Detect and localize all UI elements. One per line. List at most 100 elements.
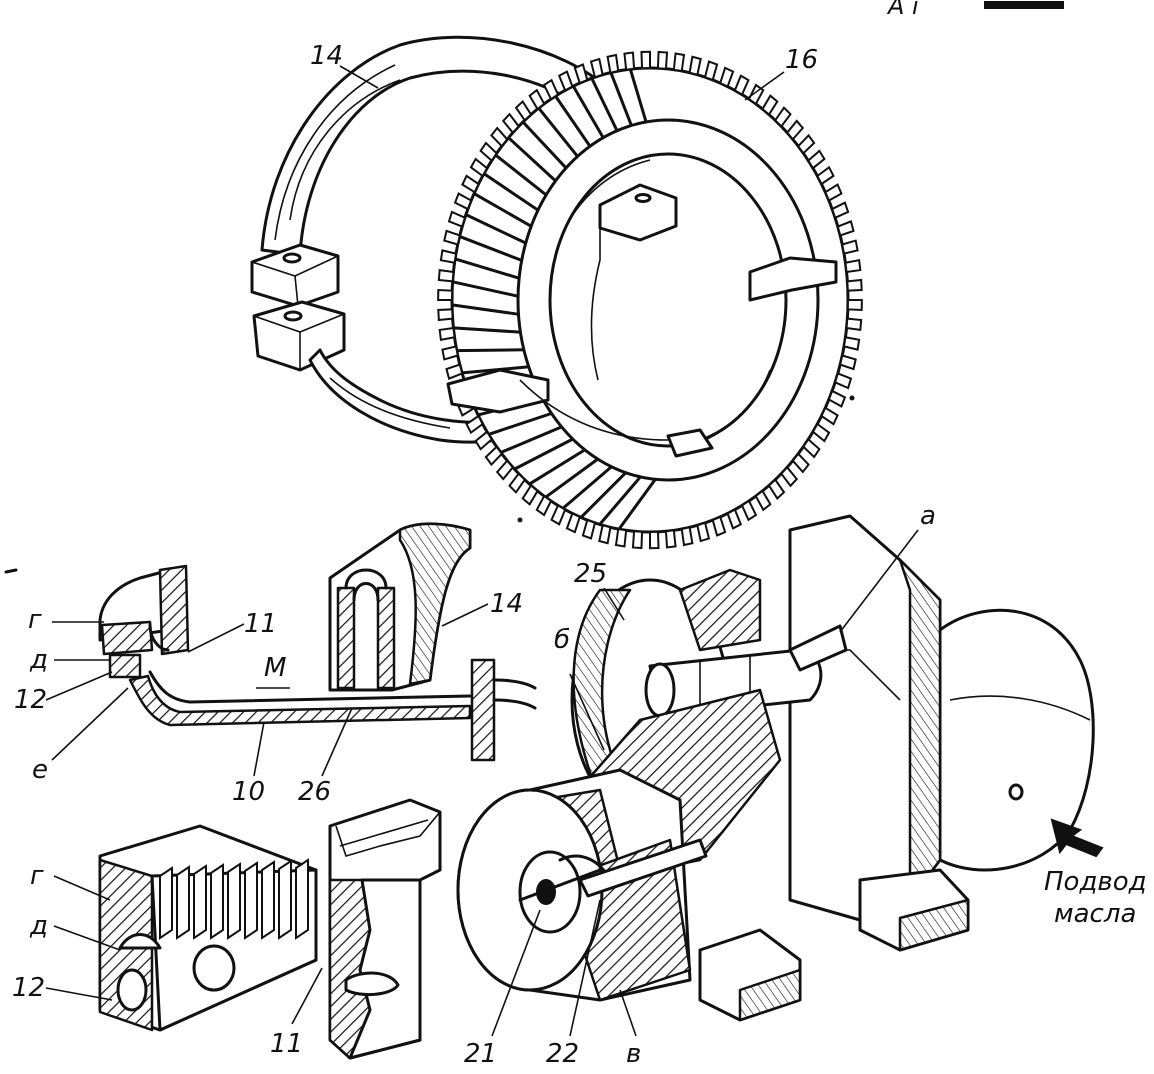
leader-11-top (187, 623, 245, 653)
gear-tooth (565, 512, 582, 534)
label-g-bottom: г (30, 861, 44, 891)
block-fin (193, 864, 207, 940)
gear-tooth (453, 192, 473, 211)
helical-tooth-line (453, 326, 523, 334)
gear-tooth (465, 414, 484, 435)
helical-gear-16 (437, 50, 863, 550)
gear-tooth (773, 106, 792, 128)
gear-tooth (550, 504, 567, 526)
label-e: e (32, 755, 48, 785)
gear-tooth (740, 499, 758, 522)
helical-tooth-line (494, 153, 549, 198)
gear-tooth (439, 249, 458, 264)
label-21: 21 (464, 1039, 497, 1069)
block-fin (210, 863, 224, 940)
helical-tooth-line (590, 77, 619, 133)
oil-supply-label-line2: масла (1054, 899, 1136, 929)
gear-tooth (842, 336, 861, 351)
gear-tooth (528, 88, 546, 111)
clamp-ring-14 (250, 35, 612, 444)
leader-v (619, 989, 637, 1037)
helical-tooth-line (561, 464, 614, 510)
gear-tooth (846, 278, 863, 292)
label-14-ring: 14 (310, 41, 343, 71)
gear-tooth (535, 494, 553, 517)
gear-tooth (680, 526, 694, 547)
gear-tooth (445, 363, 464, 380)
gear-tooth (767, 478, 786, 500)
helical-tooth-line (554, 95, 592, 149)
gear-tooth (514, 100, 533, 122)
label-g-top: г (28, 605, 42, 635)
label-M: M (264, 653, 286, 683)
label-14-section: 14 (490, 589, 523, 619)
helical-tooth-line (598, 475, 642, 526)
corner-mark-bar (984, 1, 1064, 9)
helical-tooth-line (571, 85, 605, 140)
gear-tooth (672, 52, 686, 73)
gear-tooth (573, 63, 589, 85)
leader-14-section (441, 603, 489, 627)
gear-tooth (820, 406, 839, 426)
label-25: 25 (574, 559, 607, 589)
helical-tooth-line (544, 457, 600, 499)
helical-tooth-line (500, 424, 564, 454)
gear-tooth (495, 459, 515, 481)
label-16-gear: 16 (785, 45, 818, 75)
helical-tooth-line (488, 411, 554, 436)
label-26: 26 (298, 777, 331, 807)
label-d-top: д (29, 645, 48, 675)
leader-21 (491, 909, 541, 1037)
gear-tooth (461, 174, 480, 194)
label-v: в (626, 1039, 641, 1069)
leader-d-bottom (53, 925, 121, 951)
gear-tooth (754, 489, 772, 512)
gear-tooth (816, 165, 835, 186)
block-fin (244, 861, 258, 940)
gear-tooth (521, 483, 539, 506)
label-22: 22 (546, 1039, 579, 1069)
gear-tooth (726, 508, 743, 530)
gear-tooth (664, 529, 677, 549)
helical-tooth-line (579, 471, 628, 519)
gear-tooth (791, 452, 810, 474)
block-fin (261, 860, 275, 940)
stray-dot (849, 395, 855, 401)
helical-tooth-line (507, 136, 558, 184)
gear-tooth (656, 50, 669, 70)
helical-tooth-line (617, 478, 657, 531)
label-d-bottom: д (29, 911, 48, 941)
gear-tooth (802, 437, 821, 459)
gear-tooth (438, 326, 456, 342)
ring-14-u-section (328, 522, 472, 692)
gear-tooth (490, 126, 509, 148)
label-11-top: 11 (244, 609, 277, 639)
gear-tooth (796, 133, 816, 155)
helical-tooth-line (537, 107, 580, 159)
helical-tooth-line (452, 280, 521, 299)
gear-tooth (806, 149, 826, 170)
leader-12-bottom (45, 987, 113, 1001)
helical-tooth-line (459, 235, 525, 263)
gear-tooth (437, 308, 454, 322)
segment-11 (328, 798, 442, 1060)
gear-tooth (718, 66, 735, 88)
gear-teeth (437, 50, 863, 550)
leader-a (839, 529, 919, 633)
leader-14-ring (339, 65, 379, 89)
leader-10 (253, 721, 265, 777)
gear-tooth (447, 210, 467, 228)
pump-assembly (456, 514, 1104, 1022)
gear-tooth (606, 53, 620, 74)
gear-tooth (688, 55, 702, 76)
gear-tooth (841, 239, 859, 255)
block-fin (278, 859, 292, 940)
leader-g-bottom (53, 875, 111, 901)
stray-dot (517, 517, 523, 523)
block-fin (227, 862, 241, 940)
leader-25 (603, 587, 625, 621)
gear-tooth (833, 372, 853, 390)
leader-12-top (45, 671, 113, 701)
leader-b (569, 673, 605, 751)
